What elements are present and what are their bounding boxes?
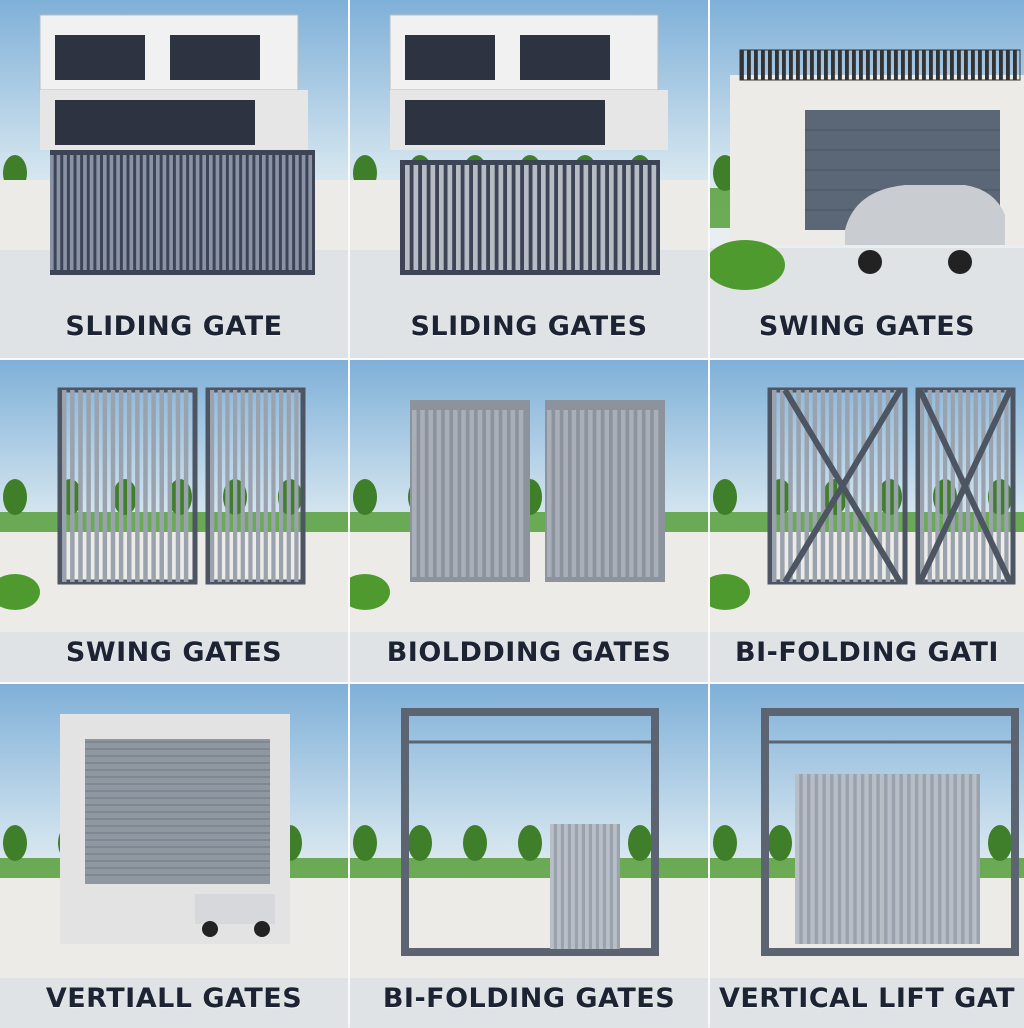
gate-illustration	[0, 14, 348, 358]
gate-illustration	[350, 708, 708, 1028]
gate-panel-swing-arched: BIOLDDING GATES	[350, 360, 708, 682]
gate-panel-house-sliding: SLIDING GATE	[0, 0, 348, 358]
gate-illustration	[0, 387, 348, 682]
gate-label: VERTIALL GATES	[45, 983, 303, 1014]
gate-label: BI-FOLDING GATI	[735, 637, 999, 668]
gate-illustration	[710, 708, 1024, 1028]
gate-panel-bifold-cross: BI-FOLDING GATI	[710, 360, 1024, 682]
gate-panel-frame-lift: BI-FOLDING GATES	[350, 684, 708, 1028]
gate-panel-garage-car: SWING GATES	[710, 0, 1024, 358]
gate-label: SWING GATES	[758, 311, 976, 342]
gate-label: BI-FOLDING GATES	[382, 983, 676, 1014]
gate-illustration	[350, 400, 708, 682]
gate-label: BIOLDDING GATES	[386, 637, 672, 668]
gate-panel-rollup-truck: VERTIALL GATES	[0, 684, 348, 1028]
gate-illustration	[350, 14, 708, 358]
gate-illustration	[710, 387, 1024, 682]
gate-label: SLIDING GATE	[65, 311, 283, 342]
gate-label: SLIDING GATES	[410, 311, 648, 342]
gate-illustration	[0, 714, 348, 1028]
gate-panel-frame-lift-2: VERTICAL LIFT GAT	[710, 684, 1024, 1028]
gate-panel-swing: SWING GATES	[0, 360, 348, 682]
gate-label: VERTICAL LIFT GAT	[718, 983, 1016, 1014]
gate-label: SWING GATES	[65, 637, 283, 668]
gate-panel-house-sliding-vertical-bars: SLIDING GATES	[350, 0, 708, 358]
gate-illustration	[710, 49, 1024, 358]
